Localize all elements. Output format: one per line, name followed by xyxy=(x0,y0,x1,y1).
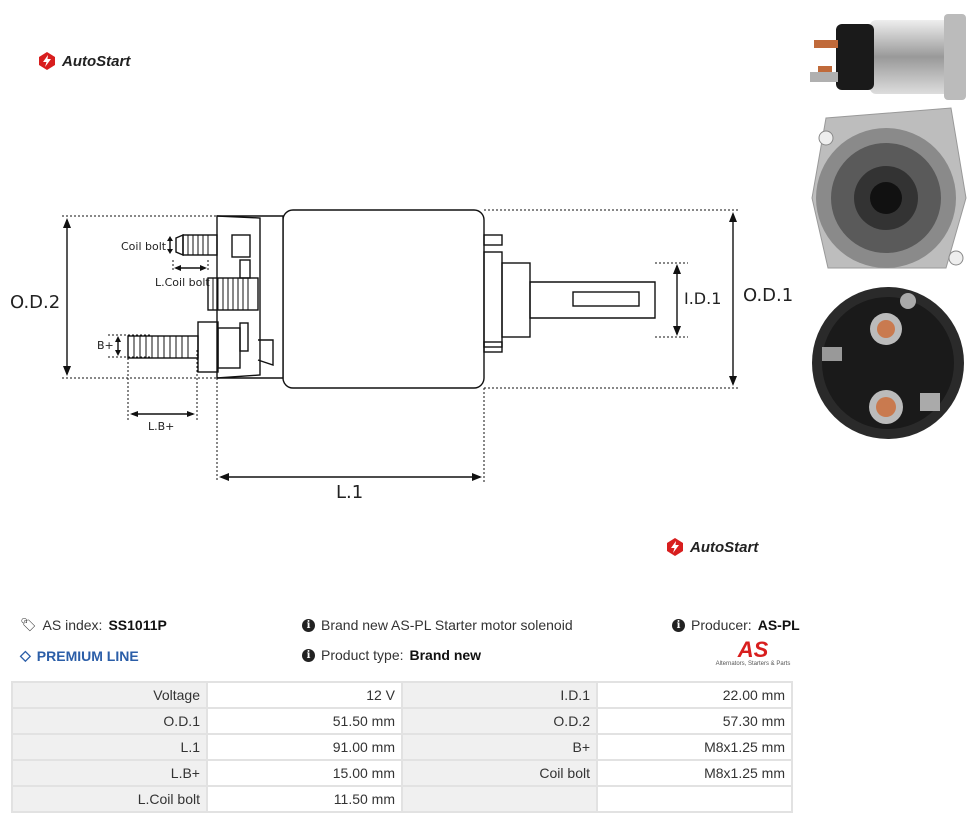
autostart-logo-icon xyxy=(667,538,683,556)
table-row: Voltage 12 V I.D.1 22.00 mm xyxy=(11,681,793,709)
info-icon: i xyxy=(302,618,315,632)
spec-value: 11.50 mm xyxy=(206,785,403,813)
label-coil-bolt: Coil bolt xyxy=(121,240,167,253)
spec-key: Coil bolt xyxy=(401,759,598,787)
diamond-icon: ◇ xyxy=(20,647,31,663)
info-icon: i xyxy=(672,618,685,632)
brand-name: AutoStart xyxy=(62,52,131,70)
product-type: i Product type: Brand new xyxy=(302,647,481,663)
brand-logo-top: AutoStart xyxy=(37,51,130,71)
table-row: O.D.1 51.50 mm O.D.2 57.30 mm xyxy=(11,707,793,735)
label-l-b-plus: L.B+ xyxy=(148,420,175,433)
spec-value: 12 V xyxy=(206,681,403,709)
spec-value: 51.50 mm xyxy=(206,707,403,735)
label-l-coil-bolt: L.Coil bolt xyxy=(155,276,210,289)
spec-key: Voltage xyxy=(11,681,208,709)
premium-line-label: PREMIUM LINE xyxy=(36,647,139,664)
producer-logo: AS Alternators, Starters & Parts xyxy=(714,637,792,668)
label-l1: L.1 xyxy=(336,482,364,503)
producer: i Producer: AS-PL xyxy=(672,617,800,633)
label-od2: O.D.2 xyxy=(10,292,61,313)
spec-key: L.B+ xyxy=(11,759,208,787)
label-id1: I.D.1 xyxy=(684,289,722,308)
spec-value: M8x1.25 mm xyxy=(596,759,793,787)
premium-line-badge[interactable]: ◇ PREMIUM LINE xyxy=(20,647,139,664)
description-text: Brand new AS-PL Starter motor solenoid xyxy=(321,617,573,633)
spec-key: I.D.1 xyxy=(401,681,598,709)
table-row: L.B+ 15.00 mm Coil bolt M8x1.25 mm xyxy=(11,759,793,787)
producer-logo-tagline: Alternators, Starters & Parts xyxy=(715,661,791,667)
producer-logo-mark: AS xyxy=(737,637,769,662)
solenoid-diagram xyxy=(62,209,740,482)
spec-key: L.1 xyxy=(11,733,208,761)
spec-key: B+ xyxy=(401,733,598,761)
table-row: L.1 91.00 mm B+ M8x1.25 mm xyxy=(11,733,793,761)
info-icon: i xyxy=(302,648,315,662)
as-index-value: SS1011P xyxy=(108,617,167,633)
spec-value: M8x1.25 mm xyxy=(596,733,793,761)
as-index-label: AS index: xyxy=(42,617,103,633)
product-photo-front xyxy=(811,107,967,269)
tag-icon: 🏷 xyxy=(20,617,37,632)
product-description: i Brand new AS-PL Starter motor solenoid xyxy=(302,617,573,633)
product-type-label: Product type: xyxy=(321,647,404,663)
spec-value: 57.30 mm xyxy=(596,707,793,735)
product-type-value: Brand new xyxy=(409,647,482,663)
product-photo-terminals xyxy=(812,287,964,439)
producer-label: Producer: xyxy=(691,617,752,633)
spec-value xyxy=(596,785,793,813)
label-od1: O.D.1 xyxy=(743,285,794,306)
spec-key xyxy=(401,785,598,813)
spec-value: 91.00 mm xyxy=(206,733,403,761)
spec-key: O.D.2 xyxy=(401,707,598,735)
brand-name: AutoStart xyxy=(690,538,759,556)
as-index: 🏷 AS index: SS1011P xyxy=(20,617,167,633)
spec-value: 15.00 mm xyxy=(206,759,403,787)
spec-key: L.Coil bolt xyxy=(11,785,208,813)
table-row: L.Coil bolt 11.50 mm xyxy=(11,785,793,813)
autostart-logo-icon xyxy=(39,52,55,70)
spec-value: 22.00 mm xyxy=(596,681,793,709)
product-photo-side xyxy=(810,14,966,100)
label-b-plus: B+ xyxy=(97,339,114,352)
specs-table: Voltage 12 V I.D.1 22.00 mm O.D.1 51.50 … xyxy=(11,681,793,813)
producer-value: AS-PL xyxy=(757,617,800,633)
spec-key: O.D.1 xyxy=(11,707,208,735)
brand-logo-bottom: AutoStart xyxy=(665,537,758,557)
